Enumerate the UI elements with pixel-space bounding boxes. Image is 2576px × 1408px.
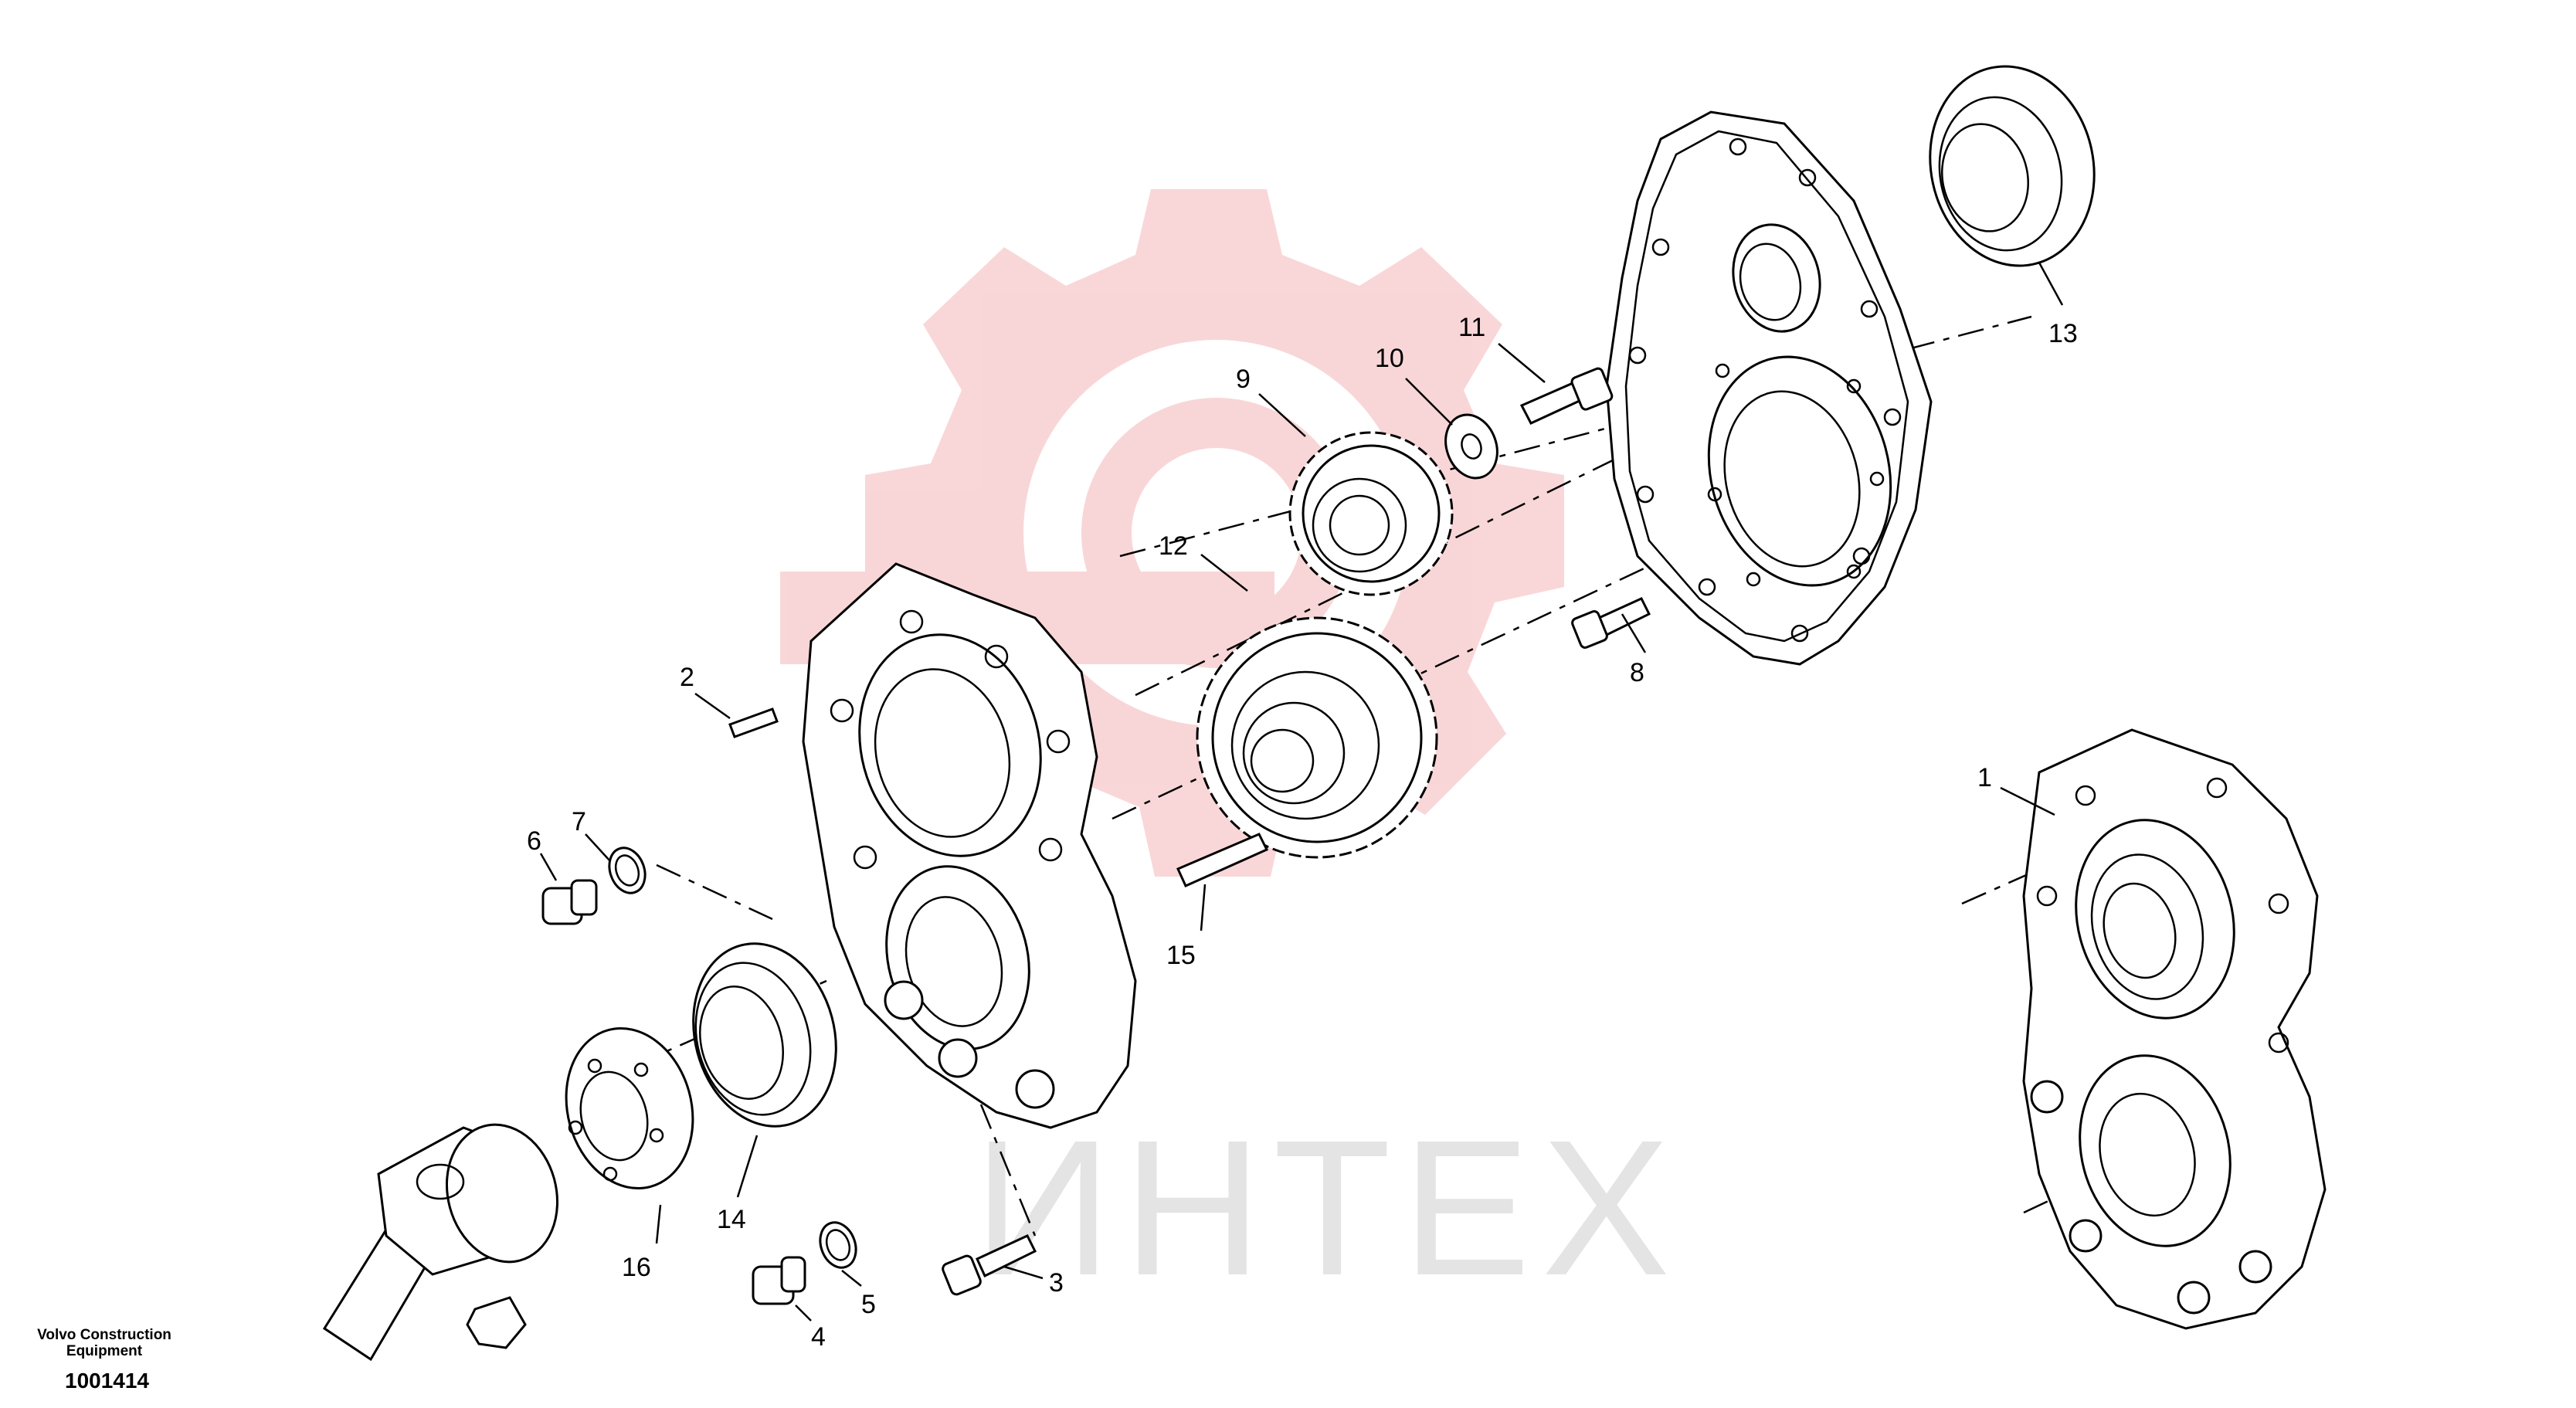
part-7-o-ring — [608, 846, 647, 894]
manufacturer-line-2: Equipment — [66, 1343, 143, 1359]
part-12-large-gear — [1196, 616, 1438, 859]
leader-lines — [539, 262, 2064, 1321]
callout-8: 8 — [1630, 658, 1644, 687]
part-14-seal — [692, 942, 837, 1128]
part-2-pin — [728, 707, 779, 738]
manufacturer-label: Volvo Construction Equipment — [23, 1327, 185, 1359]
callout-6: 6 — [527, 826, 541, 856]
part-4-plug — [752, 1256, 806, 1305]
part-1-complete-assembly — [2022, 728, 2327, 1330]
callout-9: 9 — [1236, 365, 1251, 394]
part-13-seal-ring — [1929, 65, 2096, 267]
callout-2: 2 — [680, 663, 694, 692]
part-11-bolt — [1519, 367, 1614, 425]
callout-13: 13 — [2048, 319, 2078, 348]
callout-1: 1 — [1977, 763, 1992, 792]
watermark-text: ИHTEX — [973, 1100, 1681, 1315]
front-housing — [802, 562, 1137, 1129]
callout-10: 10 — [1375, 344, 1404, 373]
callout-12: 12 — [1159, 531, 1188, 561]
part-16-flange — [565, 1026, 694, 1190]
callout-3: 3 — [1049, 1268, 1064, 1298]
part-5-o-ring — [819, 1221, 857, 1269]
part-8-screw — [1571, 597, 1651, 649]
callout-15: 15 — [1166, 941, 1196, 970]
callout-5: 5 — [861, 1290, 876, 1319]
part-15-stud — [1176, 833, 1269, 887]
part-9-small-gear — [1288, 431, 1454, 596]
part-3-screw — [942, 1234, 1037, 1296]
part-6-plug — [541, 879, 598, 925]
drive-shaft-u-joint — [322, 1123, 559, 1362]
callout-4: 4 — [811, 1322, 826, 1352]
callout-14: 14 — [717, 1205, 746, 1234]
manufacturer-line-1: Volvo Construction — [37, 1327, 171, 1343]
callout-16: 16 — [622, 1253, 651, 1282]
callout-7: 7 — [572, 807, 586, 836]
drawing-number: 1001414 — [65, 1369, 150, 1393]
part-10-washer — [1444, 413, 1498, 480]
callout-11: 11 — [1458, 313, 1485, 342]
rear-housing-cover — [1605, 110, 1933, 666]
callout-labels: 1 2 3 4 5 6 7 8 9 10 11 12 13 14 15 16 — [527, 313, 2078, 1352]
